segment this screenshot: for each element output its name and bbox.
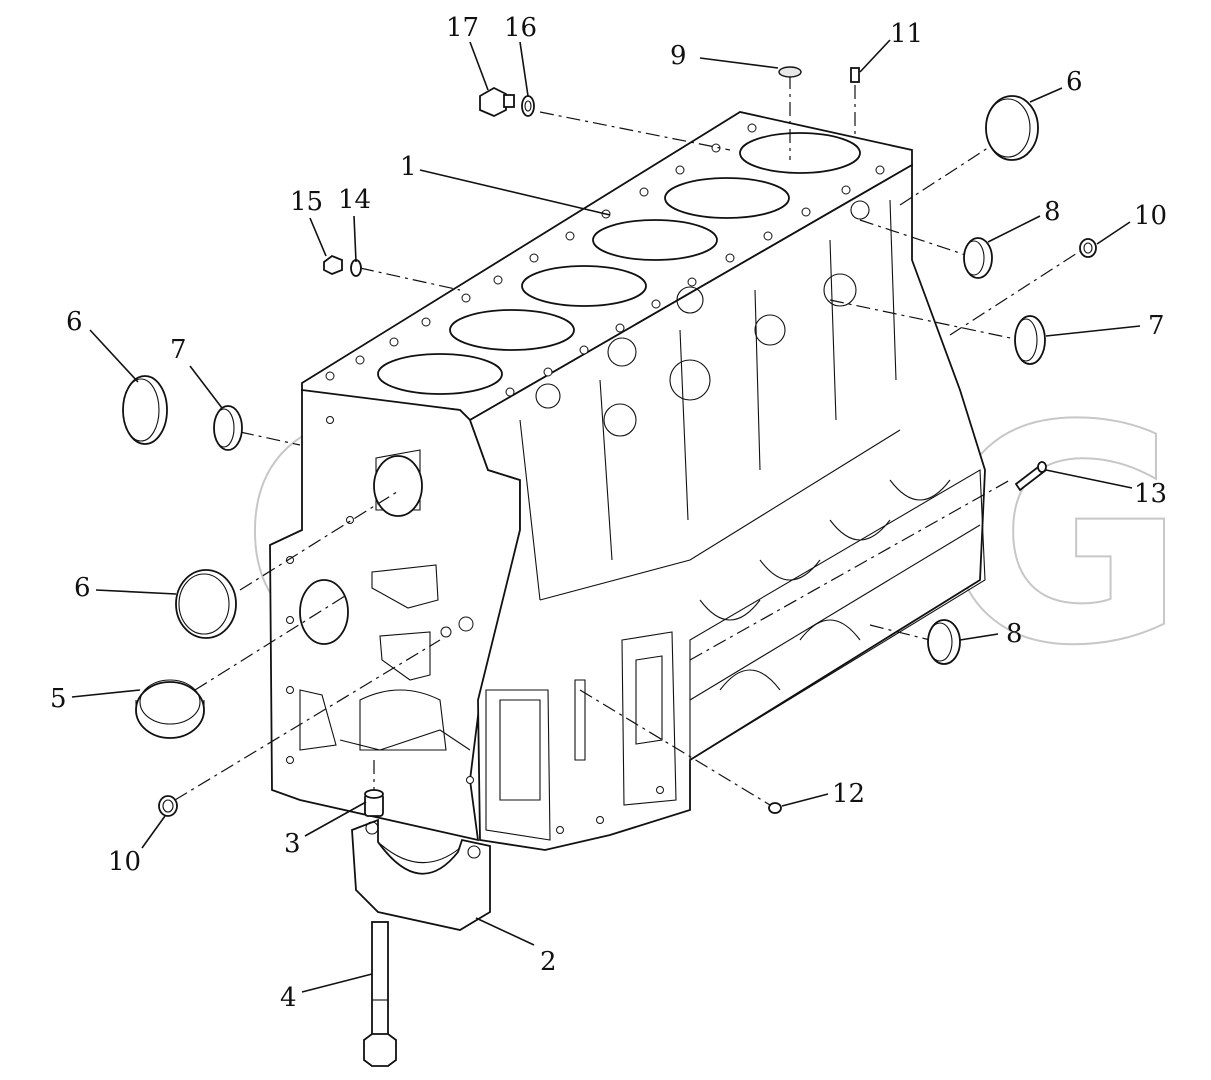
plug-12 — [768, 802, 782, 814]
washer-16 — [521, 95, 535, 117]
leader-lines — [71, 39, 1141, 993]
dowel-11 — [850, 67, 860, 83]
label-5: 5 — [50, 684, 67, 714]
plug-17 — [479, 86, 515, 117]
seal-8-top — [963, 237, 993, 279]
cup-plug-6-left — [122, 375, 168, 445]
label-14: 14 — [338, 185, 371, 215]
label-16: 16 — [504, 13, 537, 43]
seal-8-bottom — [927, 619, 961, 665]
label-9: 9 — [670, 41, 687, 71]
label-1: 1 — [400, 152, 417, 182]
seal-6-front — [175, 569, 237, 639]
label-6a: 6 — [66, 307, 83, 337]
seal-7-left — [213, 405, 243, 451]
plug-9 — [778, 66, 802, 78]
bolt-4 — [363, 921, 397, 1067]
label-13: 13 — [1134, 479, 1167, 509]
callout-labels: 1 2 3 4 5 6 6 6 7 7 8 8 9 10 10 11 12 13… — [50, 13, 1167, 1013]
bearing-cap-2 — [351, 818, 491, 931]
plug-15 — [323, 254, 343, 275]
label-8b: 8 — [1006, 619, 1023, 649]
seal-7-right — [1014, 315, 1046, 365]
plug-10-top — [1079, 238, 1097, 258]
label-4: 4 — [280, 983, 297, 1013]
label-6b: 6 — [1066, 67, 1083, 97]
cylinder-block — [269, 111, 986, 851]
label-10a: 10 — [1134, 201, 1167, 231]
label-17: 17 — [446, 13, 479, 43]
bushing-5 — [135, 679, 205, 739]
label-15: 15 — [290, 187, 323, 217]
label-8a: 8 — [1044, 197, 1061, 227]
label-12: 12 — [832, 779, 865, 809]
label-10b: 10 — [108, 847, 141, 877]
label-7a: 7 — [170, 335, 187, 365]
label-6c: 6 — [74, 573, 91, 603]
washer-14 — [350, 259, 362, 277]
assembly-lines — [174, 75, 1086, 809]
label-3: 3 — [284, 829, 301, 859]
plug-10-bottom — [158, 795, 178, 817]
label-11: 11 — [890, 19, 923, 49]
label-2: 2 — [540, 947, 557, 977]
dowel-3 — [364, 789, 384, 817]
label-7b: 7 — [1148, 311, 1165, 341]
cup-plug-6-top — [985, 95, 1039, 161]
